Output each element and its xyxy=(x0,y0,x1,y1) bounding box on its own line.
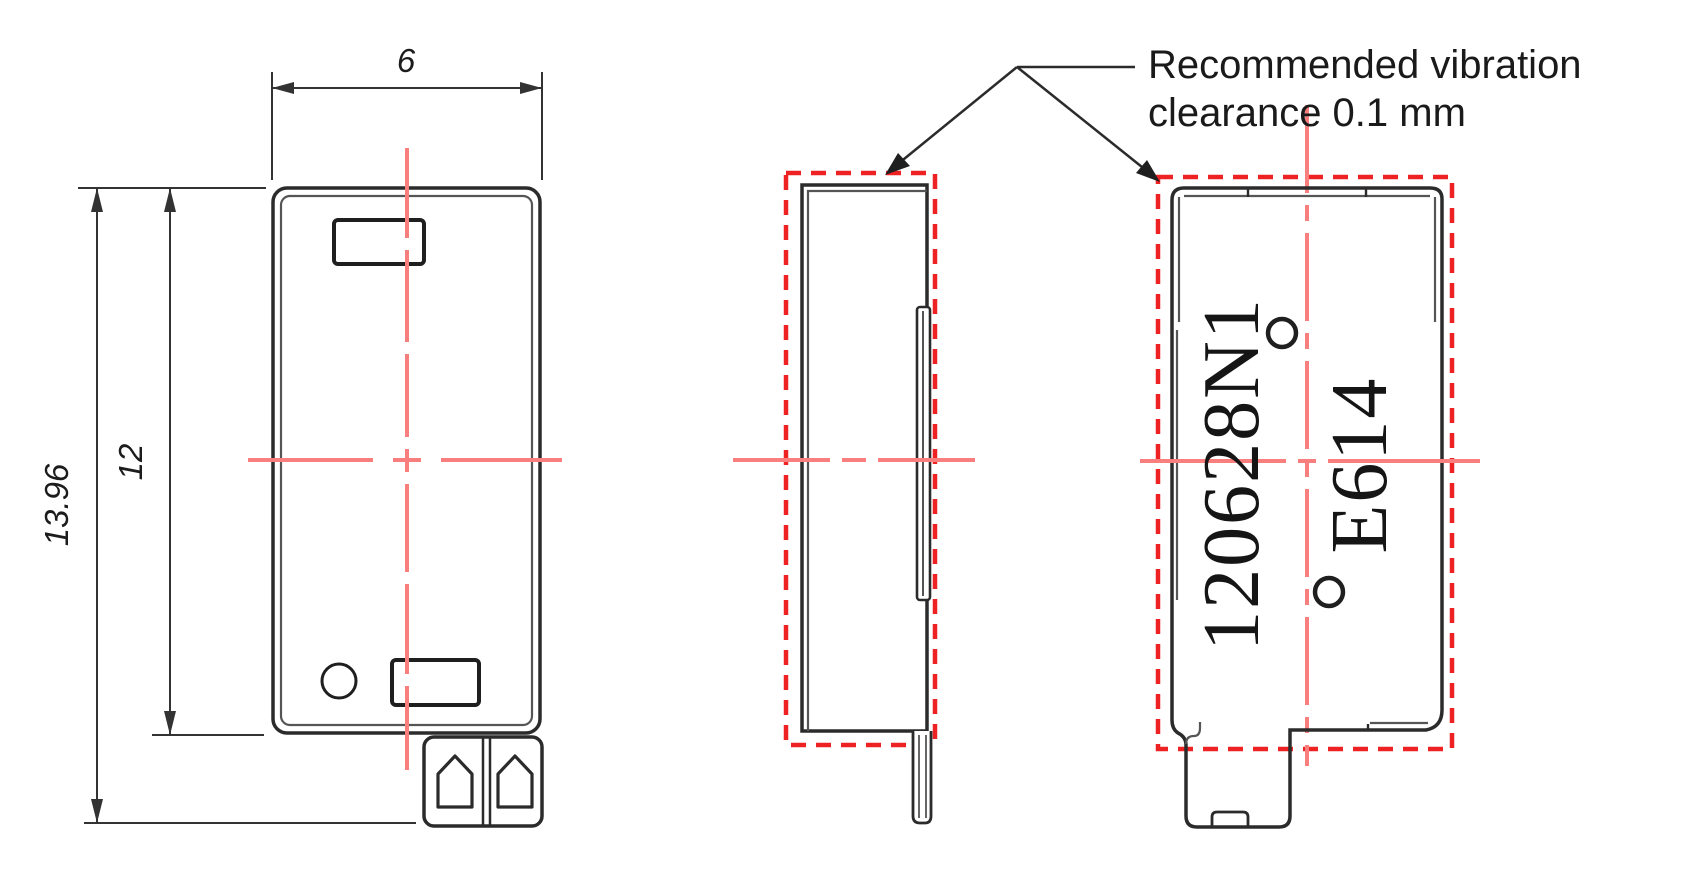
annotation-line-1: Recommended vibration xyxy=(1148,43,1582,87)
leader-arrowhead-left xyxy=(885,153,910,175)
cert-code-marking: E614 xyxy=(1316,377,1404,554)
vibration-clearance-annotation: Recommended vibration clearance 0.1 mm xyxy=(885,43,1582,182)
front-centerlines xyxy=(248,148,562,770)
dimension-width-6 xyxy=(271,72,543,180)
front-bottom-slot xyxy=(390,658,481,707)
back-hole-bottom xyxy=(1312,575,1346,609)
side-body-fold-line xyxy=(806,189,927,731)
front-view xyxy=(248,148,562,828)
front-round-hole xyxy=(320,662,358,700)
dim-label-body-height: 12 xyxy=(112,444,149,481)
back-tab-bump xyxy=(1210,810,1250,826)
connector-terminal-hole-right xyxy=(496,754,534,809)
leader-line-left xyxy=(892,66,1018,169)
dim-label-overall-height: 13.96 xyxy=(38,463,75,546)
back-view: 120628N1 E614 xyxy=(1140,105,1480,829)
front-top-slot xyxy=(332,218,426,266)
part-number-marking: 120628N1 xyxy=(1188,297,1276,651)
back-body-outline xyxy=(1170,186,1444,829)
arrowhead-down xyxy=(164,711,176,735)
connector-terminal-hole-left xyxy=(436,754,474,809)
arrowhead-left xyxy=(272,82,294,94)
arrowhead-up xyxy=(164,188,176,212)
leader-arrowhead-right xyxy=(1136,160,1160,182)
back-fold-lines xyxy=(1175,194,1437,745)
arrowhead-down xyxy=(91,799,103,823)
leader-line-right xyxy=(1016,66,1153,176)
back-hole-top xyxy=(1265,316,1299,350)
dimension-body-height-12 xyxy=(152,188,264,736)
side-connector-tab xyxy=(911,731,933,825)
front-connector-tab xyxy=(422,735,544,828)
arrowhead-right xyxy=(520,82,542,94)
annotation-line-2: clearance 0.1 mm xyxy=(1148,91,1466,135)
arrowhead-up xyxy=(91,188,103,212)
side-view xyxy=(733,170,975,825)
back-bottom-hook xyxy=(1184,722,1202,745)
dimension-overall-height-13-96 xyxy=(78,187,416,824)
dim-label-width: 6 xyxy=(397,42,416,79)
